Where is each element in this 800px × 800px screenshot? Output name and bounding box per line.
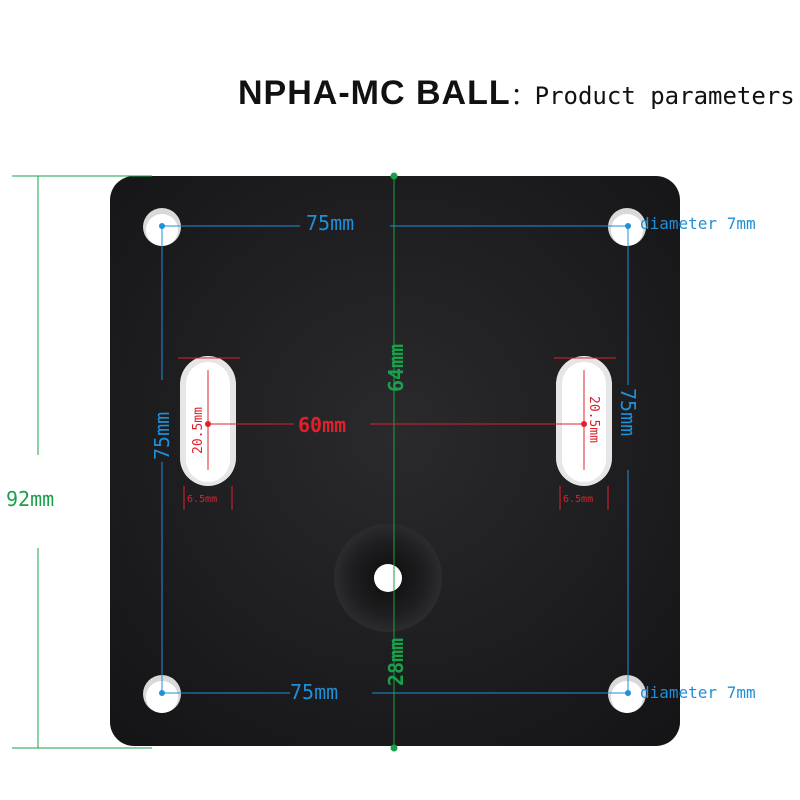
label-slot-length-right: 20.5mm xyxy=(586,396,601,443)
label-hole-spacing-top: 75mm xyxy=(306,211,354,235)
blue-dot-bl xyxy=(159,690,165,696)
blue-dot-tl xyxy=(159,223,165,229)
label-total-height: 92mm xyxy=(6,487,54,511)
green-dimension-lines xyxy=(12,175,395,749)
blue-dot-tr xyxy=(625,223,631,229)
label-center-to-top: 64mm xyxy=(384,344,408,392)
product-name: NPHA-MC BALL xyxy=(238,74,511,112)
product-title: NPHA-MC BALL：Product parameters xyxy=(238,74,795,113)
red-dimension-lines xyxy=(178,357,616,510)
label-slot-spacing: 60mm xyxy=(298,413,346,437)
label-hole-diameter-bottom: diameter 7mm xyxy=(640,683,756,702)
label-hole-diameter-top: diameter 7mm xyxy=(640,214,756,233)
red-dot-left xyxy=(205,421,211,427)
corner-hole-bottom-left-inner xyxy=(146,681,178,713)
corner-hole-bottom-right-inner xyxy=(611,681,643,713)
label-hole-spacing-left: 75mm xyxy=(150,412,174,460)
label-slot-length-left: 20.5mm xyxy=(191,407,206,454)
label-hole-spacing-bottom: 75mm xyxy=(290,680,338,704)
label-hole-spacing-right: 75mm xyxy=(616,388,640,436)
metal-plate xyxy=(110,176,680,746)
label-slot-width-left: 6.5mm xyxy=(187,494,217,505)
label-center-to-bottom: 28mm xyxy=(384,638,408,686)
center-hole xyxy=(374,564,402,592)
blue-dot-br xyxy=(625,690,631,696)
green-dot-bottom xyxy=(390,744,398,752)
green-dot-top xyxy=(390,172,398,180)
product-subtitle: ：Product parameters xyxy=(510,82,795,110)
label-slot-width-right: 6.5mm xyxy=(563,494,593,505)
corner-hole-top-right-inner xyxy=(611,214,643,246)
blue-dimension-lines xyxy=(161,225,629,694)
red-dot-right xyxy=(581,421,587,427)
